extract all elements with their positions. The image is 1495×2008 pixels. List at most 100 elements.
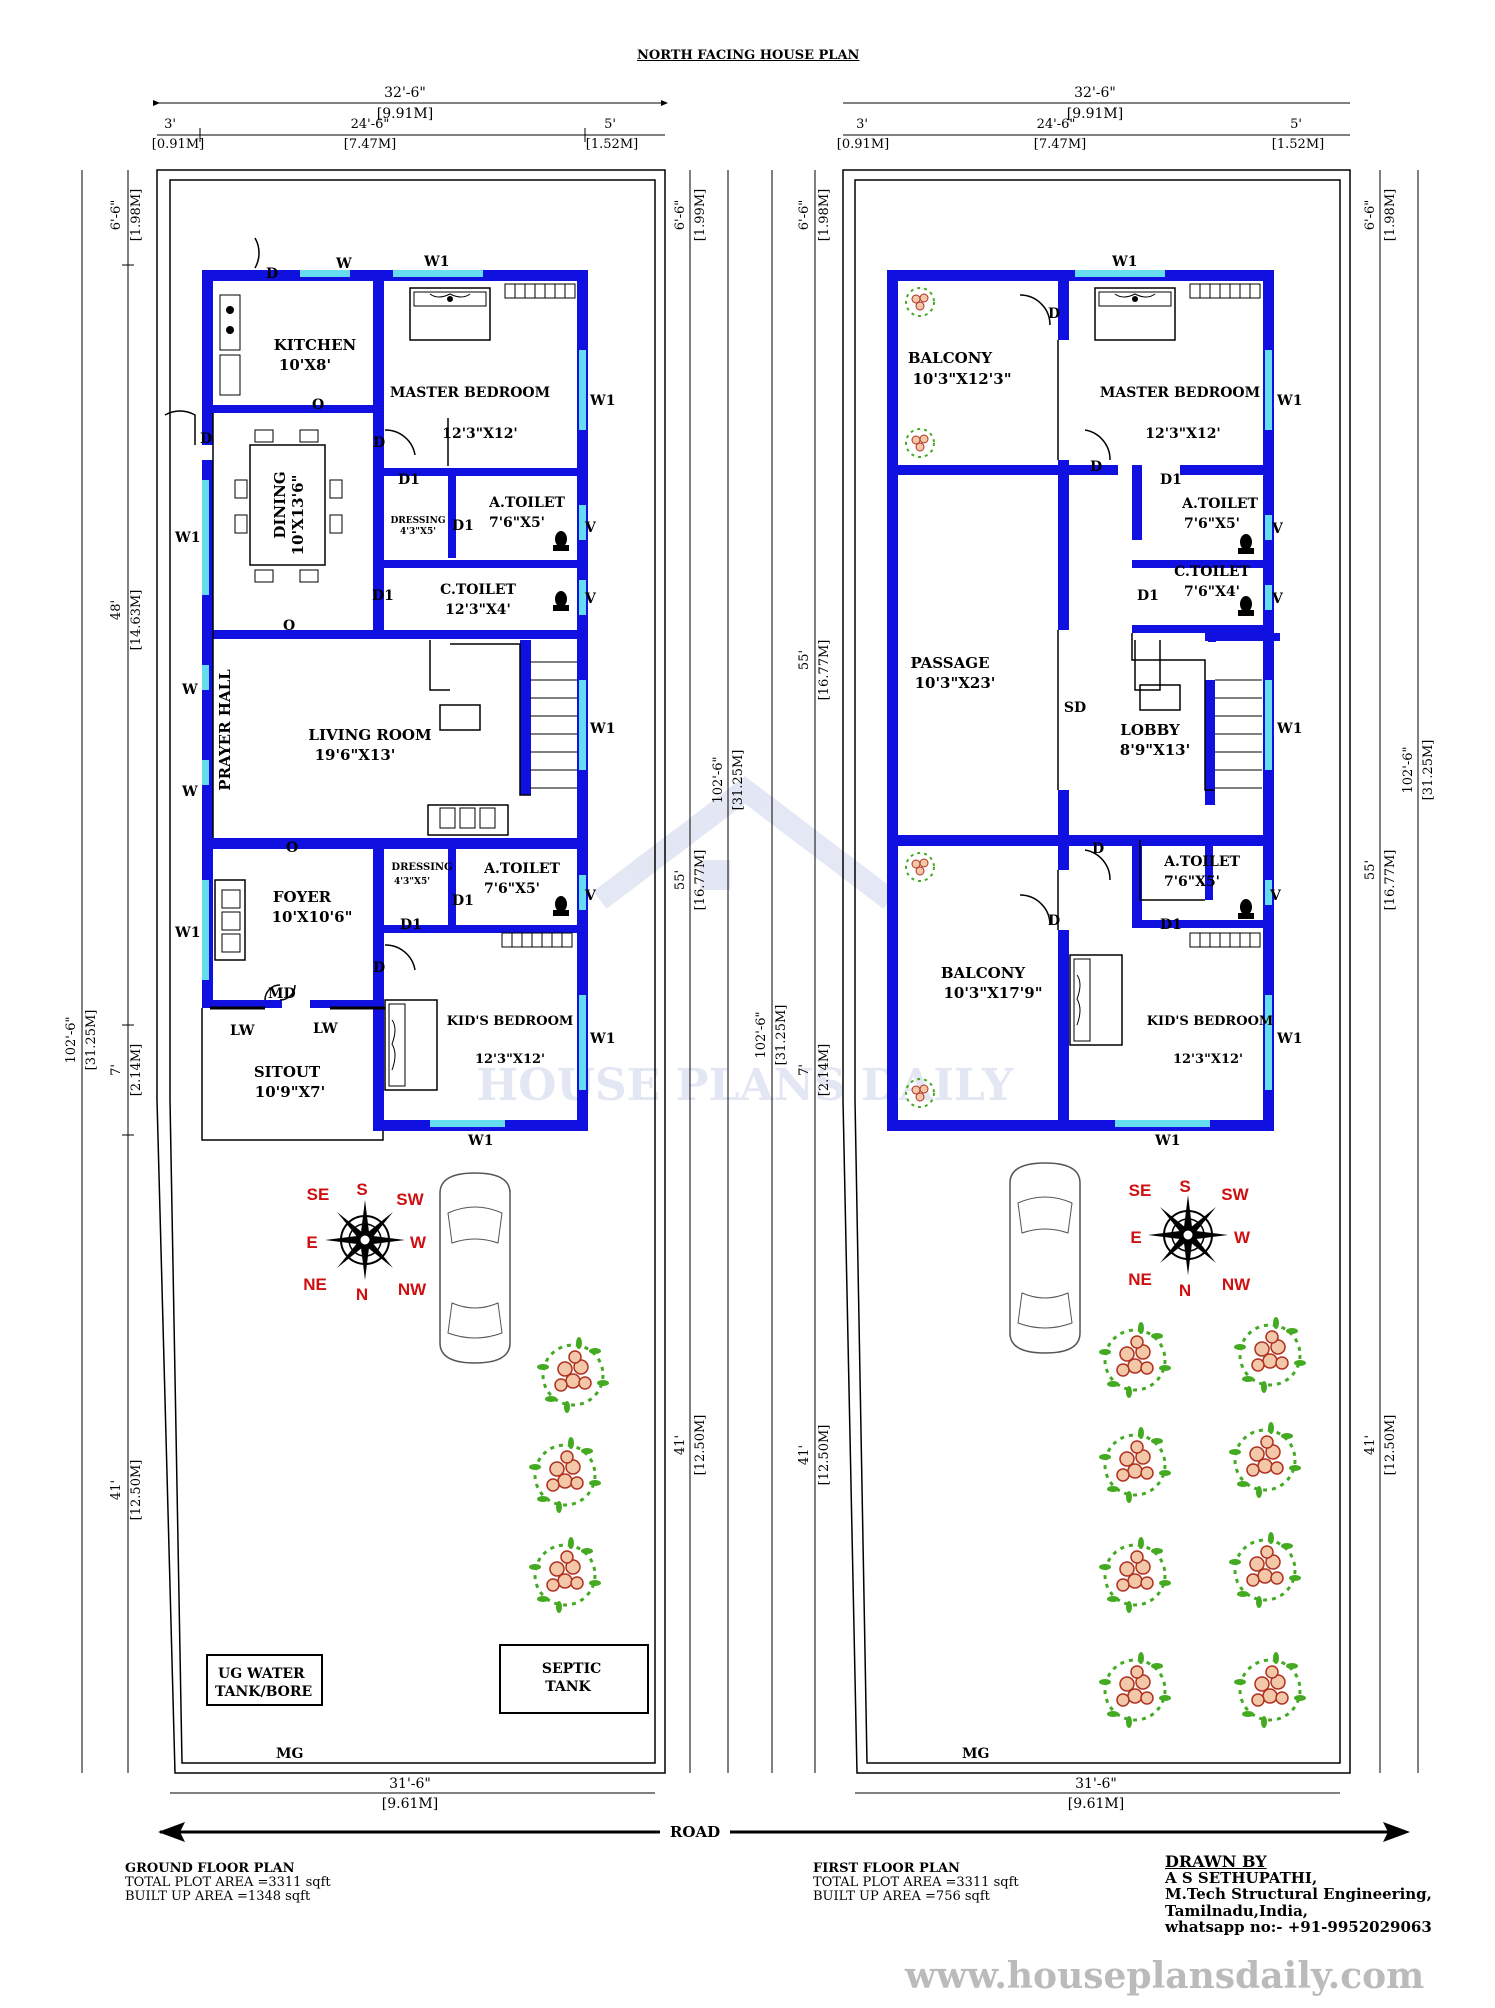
ff-dim-road-width-m: [9.61M] [1068,1796,1124,1812]
svg-text:NW: NW [398,1280,427,1299]
gf-marker-d-b: D [200,431,212,447]
ground-room-labels: KITCHEN 10'X8' MASTER BEDROOM 12'3"X12' … [216,336,573,1101]
svg-text:N: N [1179,1281,1191,1300]
gf-dressing-label: DRESSING [390,516,445,526]
ff-dim-left-margin: 3' [856,117,868,132]
gf-marker-lw: LW [230,1023,255,1039]
ff-atoilet2-size: 7'6"X5' [1164,874,1220,890]
gf-marker-mg: MG [276,1746,303,1762]
dim-building-depth-right: 55' [673,870,688,890]
ground-floor-caption-block: GROUND FLOOR PLAN TOTAL PLOT AREA =3311 … [125,1861,331,1905]
gf-marker-w1: W1 [423,254,449,270]
dim-overall-length: 102'-6" [64,1016,79,1063]
ff-kids-bedroom-label: KID'S BEDROOM [1147,1014,1274,1029]
ff-dim-back-setback-right-m: [1.98M] [1383,189,1398,241]
gf-dining-label: DINING [271,471,289,538]
ff-atoilet2-label: A.TOILET [1163,854,1240,870]
ff-marker-w1-c: W1 [1276,721,1302,737]
svg-text:NW: NW [1222,1275,1251,1294]
road-arrow: ROAD [158,1822,1410,1842]
dim-building-depth-right-m: [16.77M] [693,850,708,911]
gf-master-bedroom-size: 12'3"X12' [442,426,517,442]
gf-marker-d: D [266,266,278,282]
ff-marker-d1-c: D1 [1160,917,1182,933]
dim-building-width-m: [7.47M] [344,137,396,152]
ff-plant-icon [1232,1315,1308,1395]
dim-left-margin: 3' [164,117,176,132]
dim-left-margin-m: [0.91M] [152,137,204,152]
dim-overall-length-right: 102'-6" [711,756,726,803]
ff-master-bedroom-label: MASTER BEDROOM [1100,385,1260,401]
ff-lobby-label: LOBBY [1120,721,1180,739]
ff-master-bedroom-size: 12'3"X12' [1145,426,1220,442]
gf-prayer-hall-label: PRAYER HALL [216,669,234,791]
road-label: ROAD [670,1823,720,1841]
gf-marker-d-d: D [373,960,385,976]
dim-building-width: 24'-6" [351,117,390,132]
gf-ctoilet-label: C.TOILET [440,582,516,598]
ground-walls [202,270,588,1131]
dim-road-width-m: [9.61M] [382,1796,438,1812]
ff-plant-icon [1097,1535,1173,1615]
ff-marker-d-c: D [1092,841,1104,857]
credit-phone: whatsapp no:- +91-9952029063 [1165,1917,1432,1936]
ff-dim-back-setback-right: 6'-6" [1363,200,1378,231]
gf-plant-icon [527,1435,603,1515]
gf-septic-tank-label: SEPTIC TANK [542,1661,606,1695]
ff-dim-building-width-m: [7.47M] [1034,137,1086,152]
svg-text:E: E [1130,1228,1141,1247]
ff-dim-right-margin-m: [1.52M] [1272,137,1324,152]
first-floor-caption-block: FIRST FLOOR PLAN TOTAL PLOT AREA =3311 s… [813,1861,1019,1904]
dim-front-setback-right: 41' [673,1435,688,1455]
gf-marker-w-c: W [181,784,198,800]
svg-text:S: S [1179,1177,1190,1196]
ff-dim-sitout-depth-m: [2.14M] [817,1044,832,1096]
ff-balcony2-label: BALCONY [941,964,1026,982]
gf-marker-d1: D1 [398,472,420,488]
first-room-labels: BALCONY 10'3"X12'3" MASTER BEDROOM 12'3"… [908,349,1273,1067]
ff-marker-w1-d: W1 [1276,1031,1302,1047]
ff-marker-v: V [1271,521,1284,537]
ff-dim-overall-width: 32'-6" [1074,85,1116,101]
credit-block: DRAWN BY A S SETHUPATHI, M.Tech Structur… [1165,1853,1432,1935]
ff-plant-icon [1227,1420,1303,1500]
svg-text:W: W [1234,1228,1251,1247]
ground-floor-plan: 32'-6" [9.91M] 3' [0.91M] 24'-6" [7.47M]… [64,85,746,1812]
gf-atoilet-label: A.TOILET [488,495,565,511]
gf-compass-icon: S SW W NW N NE E SE [303,1180,427,1304]
dim-back-setback-right-m: [1.99M] [693,189,708,241]
first-floor-caption: FIRST FLOOR PLAN [813,1861,960,1876]
gf-kids-bedroom-label: KID'S BEDROOM [447,1014,574,1029]
ff-dim-front-setback-right: 41' [1363,1435,1378,1455]
ff-dim-building-depth: 55' [797,650,812,670]
ff-marker-d-b: D [1090,459,1102,475]
ff-lobby-size: 8'9"X13' [1120,741,1190,759]
svg-text:SW: SW [396,1190,424,1209]
gf-marker-d1-d: D1 [452,893,474,909]
ff-marker-mg: MG [962,1746,989,1762]
ff-plant-icon [1097,1425,1173,1505]
ff-ctoilet-size: 7'6"X4' [1184,584,1240,600]
gf-master-bedroom-label: MASTER BEDROOM [390,385,550,401]
gf-plant-icon [535,1335,611,1415]
gf-car-icon [439,1172,511,1364]
gf-kitchen-size: 10'X8' [279,356,331,374]
ff-car-icon [1009,1162,1081,1354]
ff-plant-icon [1227,1530,1303,1610]
ff-marker-d-d: D [1048,913,1060,929]
dim-ground-depth-m: [14.63M] [129,590,144,651]
credit-heading: DRAWN BY [1165,1852,1267,1871]
dim-ground-depth: 48' [109,600,124,620]
watermark-site: www.houseplansdaily.com [905,1955,1425,1997]
gf-marker-w1-f: W1 [589,1031,615,1047]
gf-marker-o-b: O [283,618,295,634]
plan-title: NORTH FACING HOUSE PLAN [637,48,860,63]
first-floor-plot-area: TOTAL PLOT AREA =3311 sqft [813,1875,1019,1891]
dim-overall-length-right-m: [31.25M] [731,750,746,811]
ground-floor-built-area: BUILT UP AREA =1348 sqft [125,1889,311,1905]
gf-dressing2-label: DRESSING [391,862,452,873]
dim-front-setback-m: [12.50M] [129,1460,144,1521]
ff-marker-w1-e: W1 [1154,1133,1180,1149]
gf-plant-icon [527,1535,603,1615]
dim-overall-width: 32'-6" [384,85,426,101]
